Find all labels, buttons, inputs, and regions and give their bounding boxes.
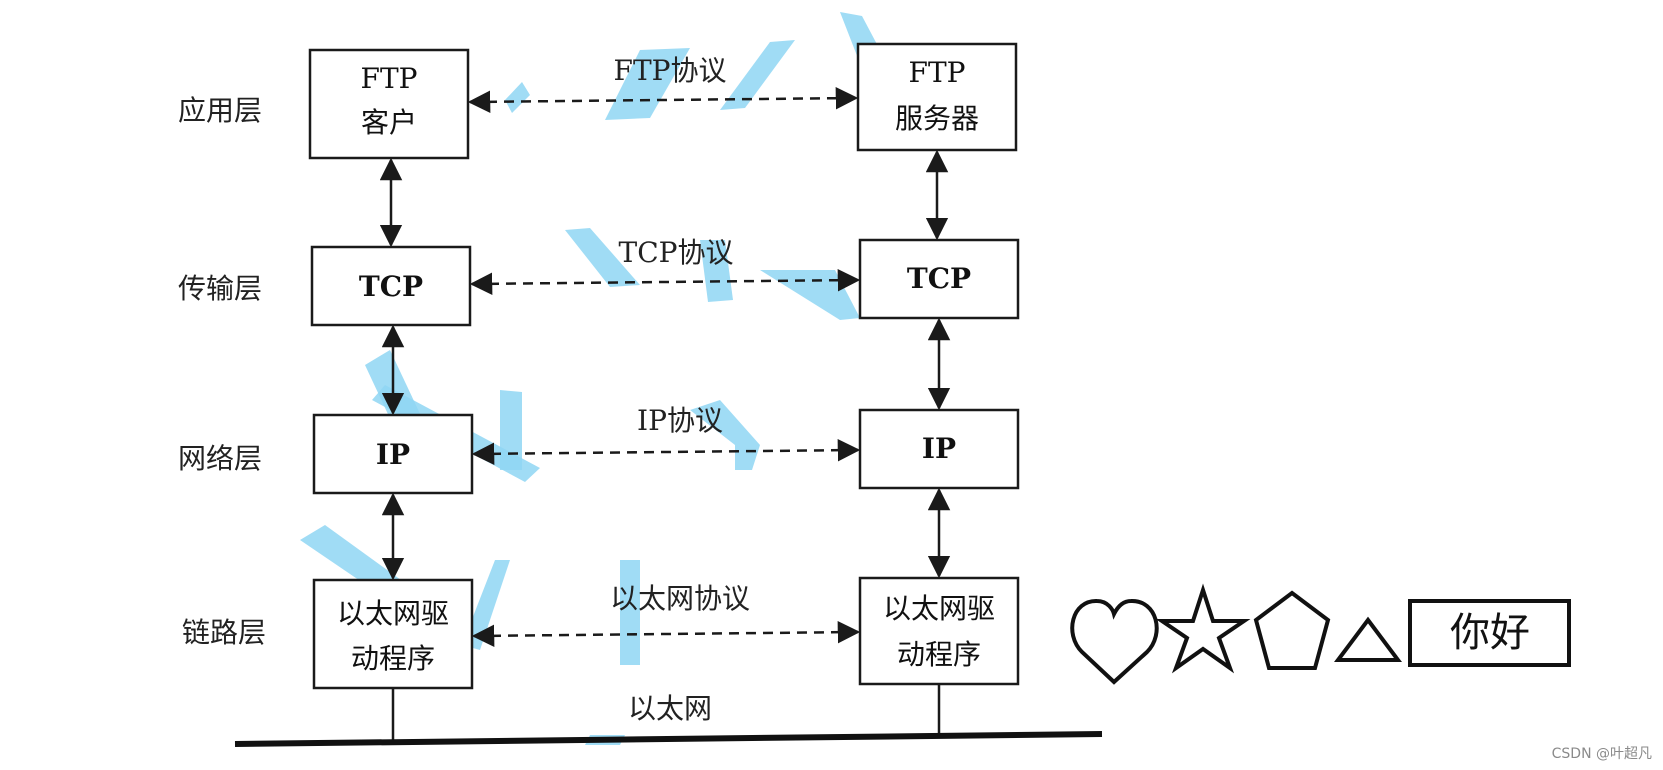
server-tcp-box bbox=[858, 238, 1020, 320]
layer-label-transport: 传输层 bbox=[178, 272, 262, 305]
server-ftp-box bbox=[856, 42, 1018, 152]
client-ftp-sublabel: 客户 bbox=[361, 106, 417, 139]
client-ftp-label: FTP bbox=[361, 62, 418, 95]
client-ethernet-driver-sublabel: 动程序 bbox=[351, 642, 435, 675]
client-ethernet-driver-label: 以太网驱 bbox=[337, 597, 449, 630]
heart-icon bbox=[1070, 598, 1159, 685]
client-ethernet-driver-box bbox=[312, 578, 474, 690]
ethernet-bus-line bbox=[234, 731, 1103, 747]
greeting-box bbox=[1408, 599, 1571, 667]
greeting-text: 你好 bbox=[1450, 610, 1530, 656]
layer-label-network: 网络层 bbox=[178, 442, 262, 475]
server-ftp-label: FTP bbox=[909, 56, 966, 89]
credit-watermark: CSDN @叶超凡 bbox=[1552, 746, 1652, 762]
client-tcp-label: TCP bbox=[359, 270, 423, 303]
ftp-protocol-label: FTP协议 bbox=[614, 54, 727, 87]
ftp-protocol-arrow bbox=[467, 86, 859, 114]
ip-protocol-arrow bbox=[471, 438, 861, 466]
server-ethernet-driver-sublabel: 动程序 bbox=[897, 638, 981, 671]
client-ip-label: IP bbox=[376, 438, 410, 471]
ethernet-protocol-label: 以太网协议 bbox=[610, 582, 750, 615]
server-tcp-label: TCP bbox=[907, 262, 971, 295]
server-ip-label: IP bbox=[922, 432, 956, 465]
layer-label-link: 链路层 bbox=[182, 616, 266, 649]
ip-protocol-label: IP协议 bbox=[637, 404, 723, 437]
ethernet-medium-label: 以太网 bbox=[628, 692, 712, 725]
server-ip-box bbox=[858, 408, 1020, 490]
star-icon bbox=[1155, 583, 1251, 674]
pentagon-icon bbox=[1253, 590, 1331, 670]
tcp-protocol-label: TCP协议 bbox=[619, 236, 734, 269]
ethernet-protocol-arrow bbox=[471, 620, 861, 648]
server-ftp-sublabel: 服务器 bbox=[895, 102, 979, 135]
triangle-icon bbox=[1334, 616, 1402, 662]
server-ethernet-driver-label: 以太网驱 bbox=[883, 592, 995, 625]
layer-label-application: 应用层 bbox=[178, 94, 262, 127]
tcp-protocol-arrow bbox=[469, 268, 861, 296]
